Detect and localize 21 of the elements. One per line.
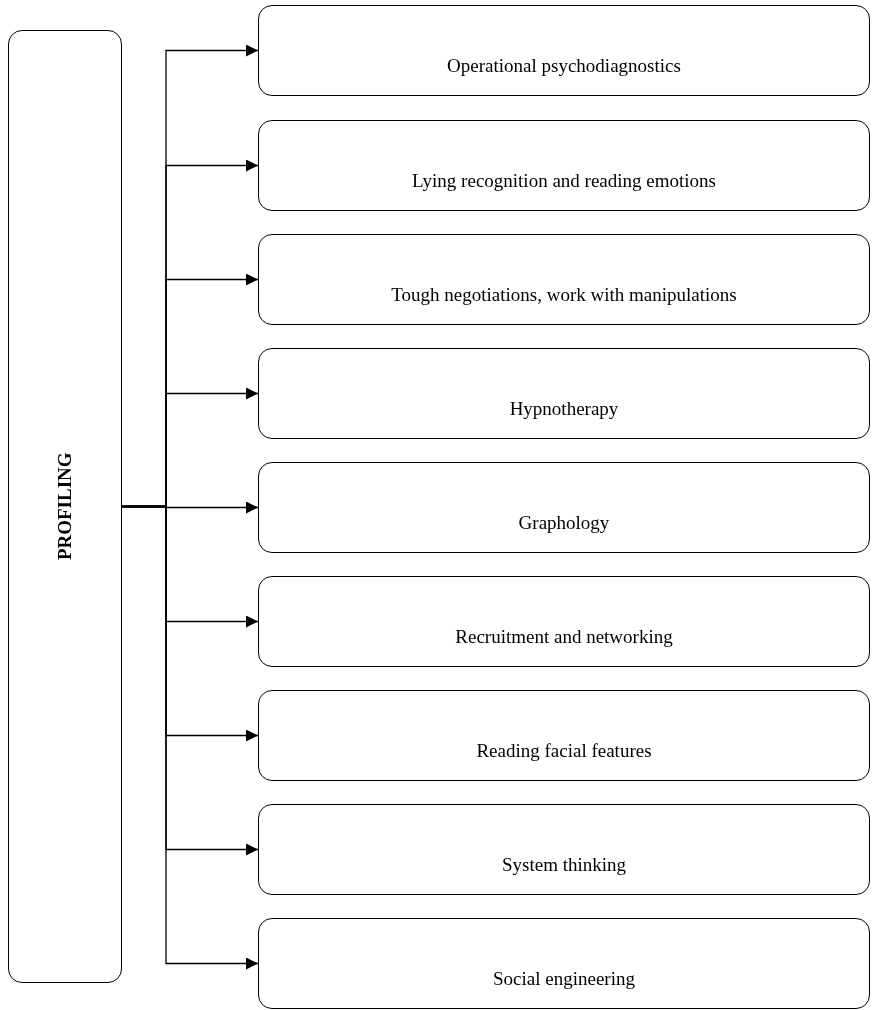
topic-label: Tough negotiations, work with manipulations — [391, 283, 737, 308]
topic-box — [258, 690, 870, 781]
topic-box — [258, 918, 870, 1009]
root-label: PROFILING — [52, 452, 76, 561]
topic-label: Recruitment and networking — [455, 625, 673, 650]
topic-label: Social engineering — [493, 967, 635, 992]
topic-box — [258, 348, 870, 439]
root-box — [8, 30, 122, 983]
connector-arrow — [121, 505, 259, 970]
topic-box — [258, 234, 870, 325]
topic-box — [258, 5, 870, 96]
topic-label: Graphology — [518, 511, 610, 536]
topic-box — [258, 462, 870, 553]
topic-box — [258, 804, 870, 895]
topic-label: Operational psychodiagnostics — [447, 54, 681, 79]
topic-label: Lying recognition and reading emotions — [412, 169, 716, 194]
topic-label: Reading facial features — [476, 739, 652, 764]
topic-box — [258, 576, 870, 667]
topic-label: Hypnotherapy — [509, 397, 619, 422]
topic-label: System thinking — [501, 853, 626, 878]
topic-box — [258, 120, 870, 211]
